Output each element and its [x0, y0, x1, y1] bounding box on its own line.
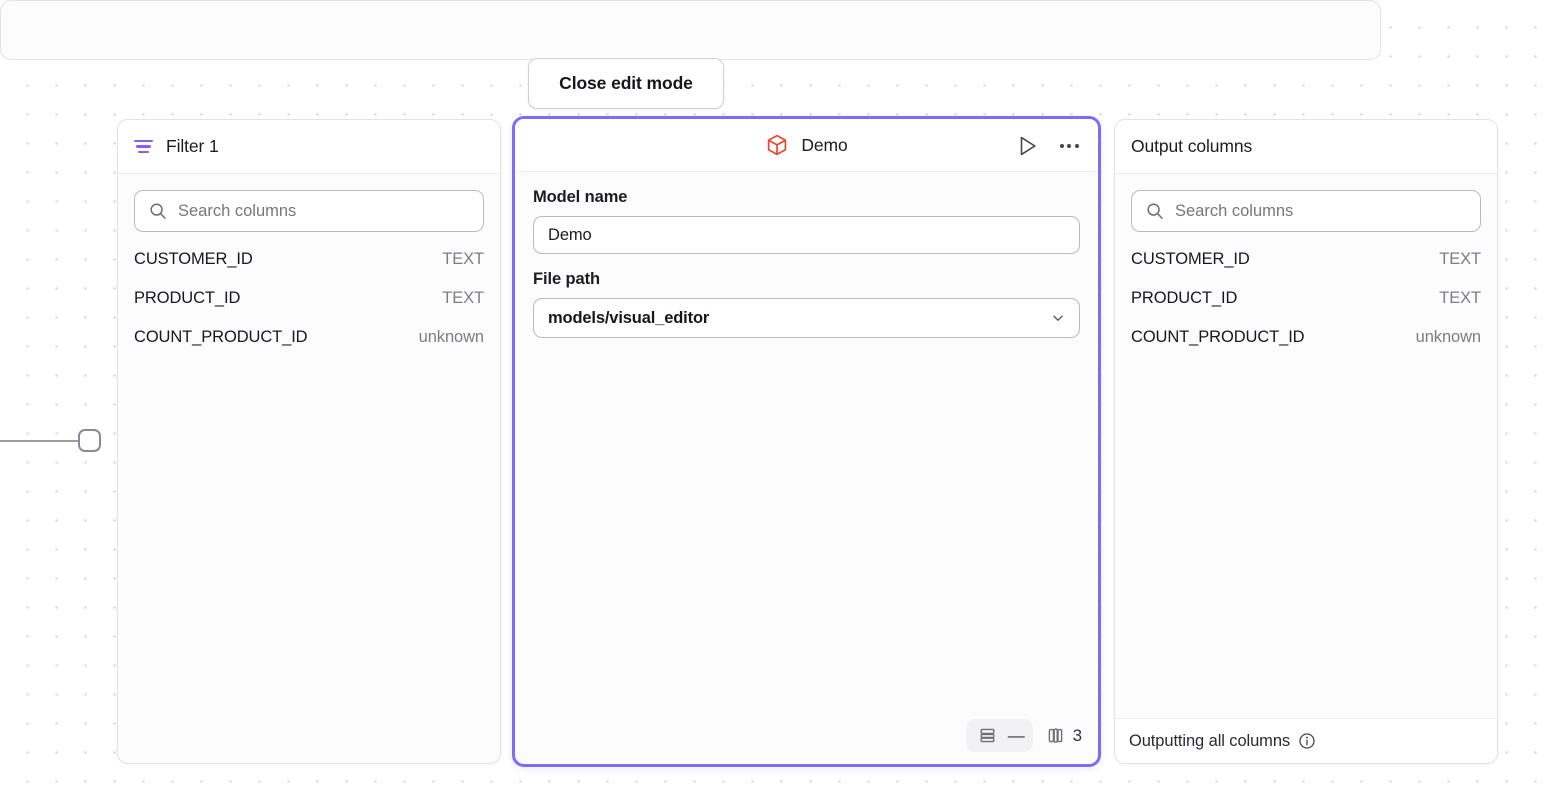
output-search-wrap [1115, 174, 1497, 232]
rows-icon[interactable] [974, 723, 1002, 748]
column-name: COUNT_PRODUCT_ID [134, 328, 308, 346]
column-type: unknown [418, 328, 484, 346]
column-type: TEXT [442, 250, 484, 268]
demo-footer-toolbar: — 3 [965, 719, 1082, 752]
close-edit-mode-label: Close edit mode [559, 73, 693, 93]
more-horizontal-icon[interactable] [1056, 133, 1082, 159]
column-name: CUSTOMER_ID [134, 250, 253, 268]
column-name: CUSTOMER_ID [1131, 250, 1250, 268]
output-panel-footer: Outputting all columns [1115, 718, 1497, 763]
close-edit-mode-button[interactable]: Close edit mode [528, 58, 724, 109]
edge-connector-handle[interactable] [78, 429, 101, 452]
demo-panel-body: Model name File path models/visual_edito… [515, 172, 1098, 338]
output-search-input[interactable] [1175, 201, 1466, 221]
info-icon[interactable] [1298, 732, 1316, 750]
column-type: TEXT [442, 289, 484, 307]
demo-title-group: Demo [765, 133, 848, 157]
rows-info-group[interactable]: — [965, 719, 1033, 752]
output-panel-body: CUSTOMER_ID TEXT PRODUCT_ID TEXT COUNT_P… [1115, 174, 1497, 367]
table-row[interactable]: COUNT_PRODUCT_ID unknown [1131, 328, 1481, 367]
filter-panel-title: Filter 1 [166, 136, 219, 156]
file-path-value: models/visual_editor [548, 308, 710, 327]
demo-panel-header: Demo [515, 119, 1098, 172]
table-row[interactable]: PRODUCT_ID TEXT [1131, 289, 1481, 328]
table-row[interactable]: COUNT_PRODUCT_ID unknown [134, 328, 484, 367]
model-name-field[interactable] [533, 216, 1080, 254]
column-type: TEXT [1439, 289, 1481, 307]
column-name: PRODUCT_ID [1131, 289, 1238, 307]
filter-panel-header: Filter 1 [118, 120, 500, 174]
table-row[interactable]: CUSTOMER_ID TEXT [1131, 250, 1481, 289]
demo-header-actions [1015, 119, 1082, 172]
search-icon [150, 203, 166, 219]
column-type: unknown [1415, 328, 1481, 346]
filter-search-box[interactable] [134, 190, 484, 232]
columns-info-group[interactable]: 3 [1046, 726, 1082, 746]
model-node-panel[interactable]: Demo Model name File path models/vi [512, 116, 1101, 767]
cube-icon [768, 134, 787, 156]
table-row[interactable]: CUSTOMER_ID TEXT [134, 250, 484, 289]
outputting-status-text: Outputting all columns [1129, 731, 1291, 750]
search-icon [1147, 203, 1163, 219]
edge-connector-line [0, 440, 80, 442]
output-column-list: CUSTOMER_ID TEXT PRODUCT_ID TEXT COUNT_P… [1115, 232, 1497, 367]
demo-panel-title: Demo [801, 134, 848, 155]
column-name: COUNT_PRODUCT_ID [1131, 328, 1305, 346]
filter-panel-body: CUSTOMER_ID TEXT PRODUCT_ID TEXT COUNT_P… [118, 174, 500, 367]
output-panel-title: Output columns [1131, 136, 1253, 156]
rows-count: — [1007, 725, 1025, 745]
model-name-label: Model name [533, 188, 628, 206]
column-name: PRODUCT_ID [134, 289, 241, 307]
chevron-down-icon [1053, 315, 1063, 321]
output-columns-panel[interactable]: Output columns CUSTOMER_ID TEXT PRO [1114, 119, 1498, 764]
filter-search-input[interactable] [178, 201, 469, 221]
table-row[interactable]: PRODUCT_ID TEXT [134, 289, 484, 328]
file-path-select[interactable]: models/visual_editor [533, 298, 1080, 338]
filter-search-wrap [118, 174, 500, 232]
filter-column-list: CUSTOMER_ID TEXT PRODUCT_ID TEXT COUNT_P… [118, 232, 500, 367]
filter-icon [134, 139, 153, 154]
bottom-node-panel[interactable] [0, 0, 1381, 60]
play-icon[interactable] [1015, 133, 1041, 159]
model-name-input[interactable] [548, 225, 1065, 245]
file-path-label: File path [533, 270, 600, 288]
column-type: TEXT [1439, 250, 1481, 268]
filter-node-panel[interactable]: Filter 1 CUSTOMER_ID TEXT PRODUCT_I [117, 119, 501, 764]
output-search-box[interactable] [1131, 190, 1481, 232]
output-panel-header: Output columns [1115, 120, 1497, 174]
columns-icon[interactable] [1046, 726, 1065, 745]
columns-count: 3 [1072, 725, 1082, 745]
